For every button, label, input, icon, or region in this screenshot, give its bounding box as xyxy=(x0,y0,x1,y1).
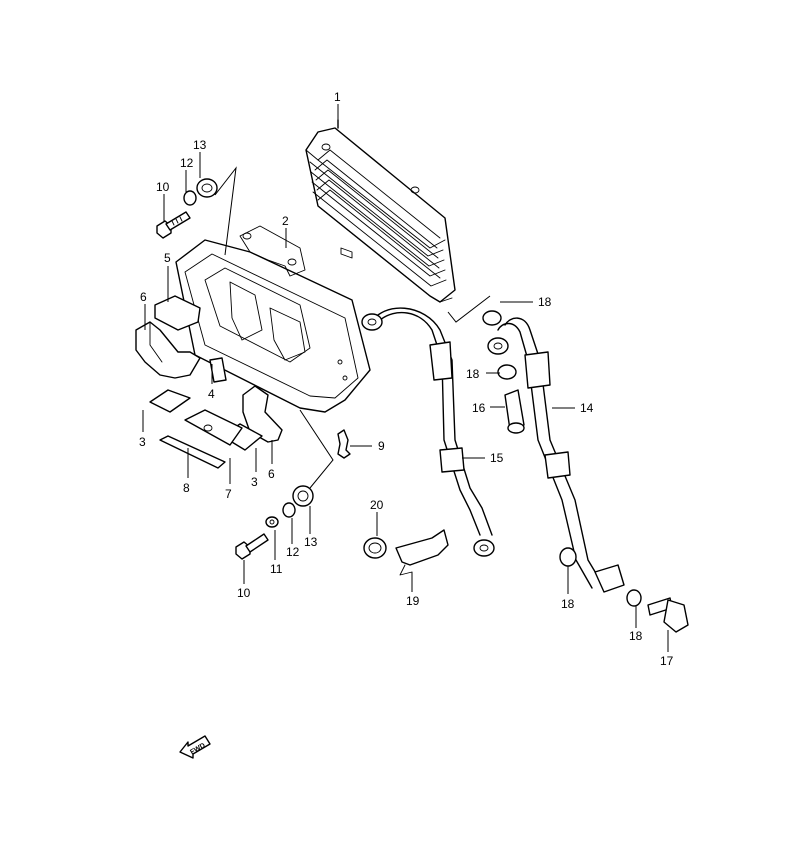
callout-labels: 1 2 13 12 10 5 6 4 3 8 7 3 6 9 10 11 12 … xyxy=(139,90,674,668)
callout-3-left: 3 xyxy=(139,435,146,449)
callout-11: 11 xyxy=(270,562,283,576)
union-bolt-16 xyxy=(504,389,525,434)
callout-20: 20 xyxy=(370,498,384,512)
callout-1: 1 xyxy=(334,90,341,104)
callout-17: 17 xyxy=(660,654,674,668)
callout-14: 14 xyxy=(580,401,594,415)
callout-8: 8 xyxy=(183,481,190,495)
callout-7: 7 xyxy=(225,487,232,501)
callout-4: 4 xyxy=(208,387,215,401)
mount-cushions-upper xyxy=(135,295,201,379)
oil-hose-15 xyxy=(361,307,495,557)
callout-2: 2 xyxy=(282,214,289,228)
callout-6-left: 6 xyxy=(140,290,147,304)
callout-13-upper: 13 xyxy=(193,138,207,152)
callout-5: 5 xyxy=(164,251,171,265)
upper-bolt-set xyxy=(156,178,218,239)
callout-18-b: 18 xyxy=(466,367,480,381)
gaskets-18 xyxy=(482,310,642,607)
callout-13-lower: 13 xyxy=(304,535,318,549)
callout-10-lower: 10 xyxy=(237,586,251,600)
callout-16: 16 xyxy=(472,401,486,415)
callout-18-c: 18 xyxy=(561,597,575,611)
oil-cooler-core xyxy=(305,119,456,303)
callout-6-right: 6 xyxy=(268,467,275,481)
callout-18-a: 18 xyxy=(538,295,552,309)
mount-plates xyxy=(149,357,243,469)
callout-15: 15 xyxy=(490,451,504,465)
grommet-20 xyxy=(363,537,387,559)
callout-9: 9 xyxy=(378,439,385,453)
callout-10-upper: 10 xyxy=(156,180,170,194)
callout-12-lower: 12 xyxy=(286,545,300,559)
callout-leaders xyxy=(142,104,669,652)
lower-bolt-set xyxy=(235,485,314,560)
union-bolt-17 xyxy=(647,597,689,633)
callout-12-upper: 12 xyxy=(180,156,194,170)
fwd-arrow-icon: FWD xyxy=(179,735,211,759)
callout-18-d: 18 xyxy=(629,629,643,643)
oil-hose-14 xyxy=(487,317,625,593)
callout-19: 19 xyxy=(406,594,420,608)
hose-clamp-19 xyxy=(395,529,449,576)
bolt-9 xyxy=(337,429,351,459)
reference-lines xyxy=(214,166,491,489)
callout-3-right: 3 xyxy=(251,475,258,489)
